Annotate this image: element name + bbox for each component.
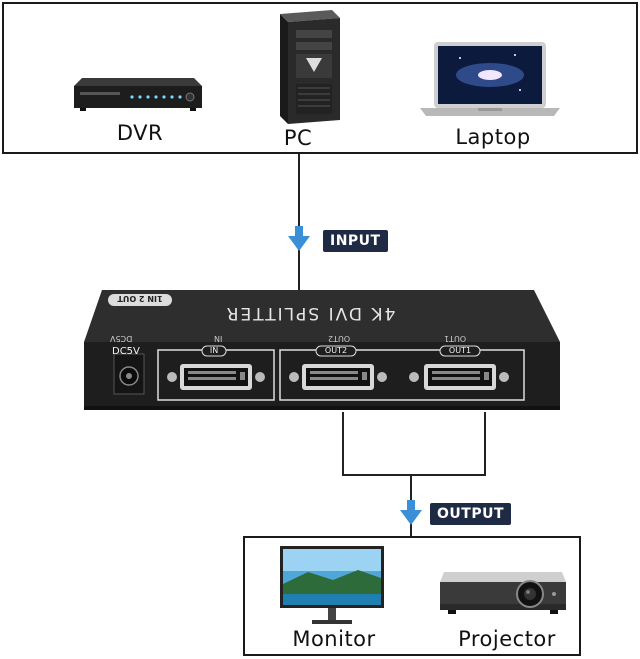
output-arrow-icon bbox=[400, 500, 422, 525]
splitter-model-badge: 1IN 2 OUT bbox=[117, 294, 163, 303]
rear-label-out1: OUT1 bbox=[444, 334, 467, 343]
source-label-laptop: Laptop bbox=[455, 125, 531, 149]
source-label-dvr: DVR bbox=[116, 121, 164, 145]
output-tag: OUTPUT bbox=[430, 503, 511, 525]
pc-tower-icon bbox=[280, 10, 340, 124]
dvi-port-out2 bbox=[289, 364, 387, 390]
rear-label-in: IN bbox=[214, 334, 223, 343]
splitter-title: 4K DVI SPLITTER bbox=[224, 303, 396, 323]
input-arrow-icon bbox=[288, 226, 310, 251]
dvi-splitter-device bbox=[84, 290, 560, 410]
input-connector-line bbox=[298, 154, 300, 290]
output-label-monitor: Monitor bbox=[292, 627, 376, 651]
port-label-in: IN bbox=[209, 346, 219, 355]
dvi-port-in bbox=[167, 364, 265, 390]
dvr-icon bbox=[74, 78, 202, 111]
output-connector-join bbox=[342, 474, 486, 476]
dvi-port-out1 bbox=[409, 364, 509, 390]
monitor-icon bbox=[280, 546, 384, 624]
source-label-pc: PC bbox=[283, 126, 313, 150]
port-label-out2: OUT2 bbox=[324, 346, 348, 355]
projector-icon bbox=[440, 572, 566, 614]
rear-label-out2: OUT2 bbox=[328, 334, 351, 343]
input-tag: INPUT bbox=[323, 230, 388, 252]
port-label-out1: OUT1 bbox=[448, 346, 472, 355]
output-label-projector: Projector bbox=[458, 627, 556, 651]
out1-connector-down bbox=[484, 412, 486, 476]
laptop-icon bbox=[420, 42, 560, 116]
rear-label-dc5v: DC5V bbox=[110, 334, 133, 343]
port-label-dc5v: DC5V bbox=[112, 346, 140, 357]
out2-connector-down bbox=[342, 412, 344, 476]
